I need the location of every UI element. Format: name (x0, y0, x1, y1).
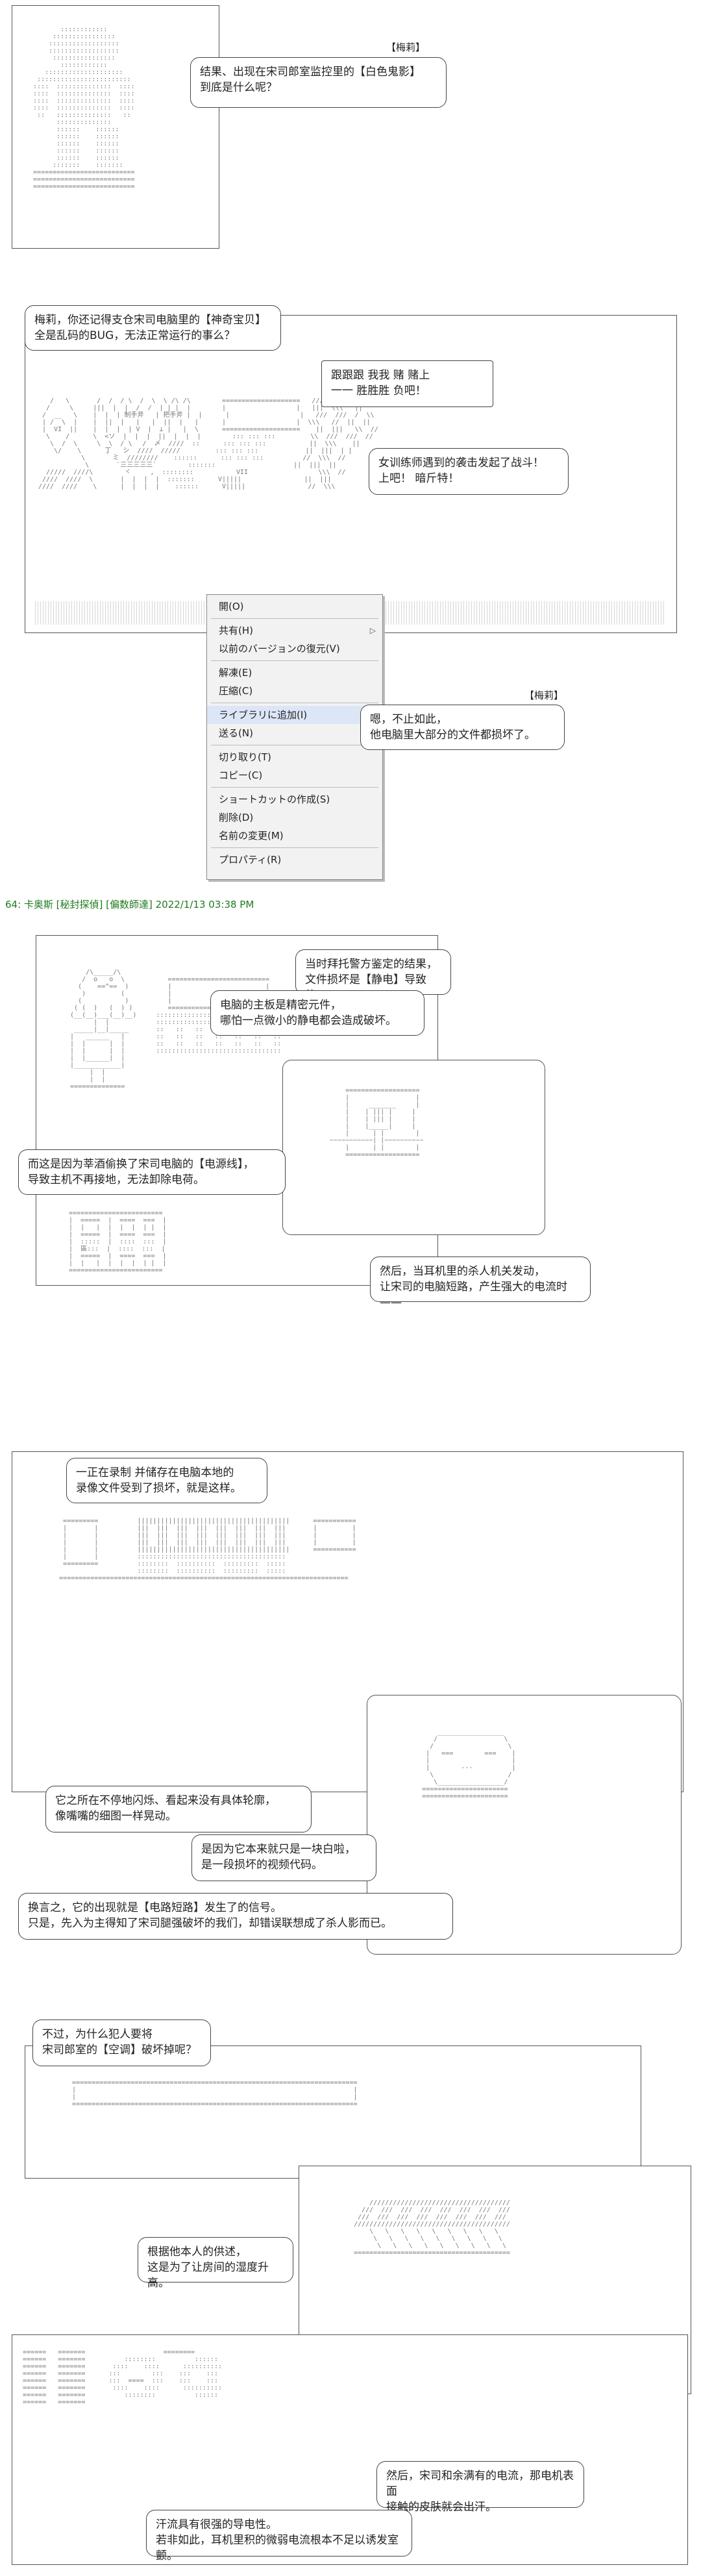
context-menu-item-label: 以前のバージョンの復元(V) (219, 643, 340, 655)
context-menu-item[interactable]: 開(O) (207, 597, 382, 616)
context-menu-items: 開(O) 共有(H) ▷ 以前のバージョンの復元(V) 解凍(E) 圧縮(C) ライブラリに… (207, 595, 382, 869)
ascii-art-figure: ====== ======= ======== ====== ======= :… (23, 2349, 223, 2406)
context-menu-item-label: コピー(C) (219, 769, 263, 781)
context-menu-item-label: プロパティ(R) (219, 854, 282, 866)
vertical-speech-text: 跟跟跟 我我 赌 赌上 一一 胜胜胜 负吧！ (321, 360, 493, 407)
speech-bubble: 根据他本人的供述， 这是为了让房间的湿度升高。 (138, 2237, 293, 2290)
speech-bubble: 是因为它本来就只是一块白啦， 是一段损坏的视频代码。 (191, 1834, 376, 1881)
context-menu-separator (211, 618, 378, 619)
context-menu-item-label: 共有(H) (219, 625, 253, 636)
ascii-art-scene: ========================================… (72, 2079, 358, 2108)
context-menu-item[interactable]: 切り取り(T) (207, 748, 382, 766)
speech-bubble: 然后，当耳机里的杀人机关发动， 让宋司的电脑短路，产生强大的电流时—— (370, 1257, 591, 1309)
context-menu-separator (211, 660, 378, 661)
speech-bubble: 而这是因为莘酒偷换了宋司电脑的【电源线】， 导致主机不再接地，无法卸除电荷。 (18, 1149, 286, 1195)
context-menu-separator (211, 847, 378, 848)
speech-bubble: 它之所在不停地闪烁、看起来没有具体轮廓， 像嘴嘴的细图一样晃动。 (45, 1786, 312, 1832)
ascii-art-figure: //////////////////////////////////// ///… (354, 2199, 510, 2257)
context-menu-item-label: 削除(D) (219, 812, 254, 823)
context-menu-item[interactable]: ライブラリに追加(I) (207, 706, 382, 724)
context-menu-item[interactable]: 削除(D) (207, 808, 382, 827)
speech-bubble: 结果、出现在宋司郎室监控里的【白色鬼影】 到底是什么呢？ (190, 57, 447, 108)
context-menu-item-label: ライブラリに追加(I) (219, 709, 308, 721)
speech-bubble: 然后，宋司和余满有的电流，那电机表面 接触的皮肤就会出汗。 (376, 2461, 584, 2514)
ascii-art-figure: _________________ / \ / \ | === === | | … (422, 1729, 516, 1800)
context-menu-item[interactable]: 送る(N) (207, 724, 382, 742)
ascii-art-scene: / \ / / / \ / \ \ /\ /\ ================… (38, 397, 378, 490)
speech-bubble: 汗流具有很强的导电性。 若非如此，耳机里积的微弱电流根本不足以诱发室颤。 (146, 2510, 412, 2562)
context-menu-item[interactable]: ショートカットの作成(S) (207, 790, 382, 808)
context-menu-item-label: 開(O) (219, 601, 244, 612)
speech-bubble: 不过，为什么犯人要将 宋司郎室的【空调】破坏掉呢？ (32, 2020, 211, 2066)
context-menu-separator (211, 787, 378, 788)
context-menu-item-label: ショートカットの作成(S) (219, 794, 330, 805)
context-menu-item[interactable]: 解凍(E) (207, 664, 382, 682)
speech-bubble: 换言之，它的出现就是【电路短路】发生了的信号。 只是，先入为主得知了宋司腿强破坏… (18, 1893, 453, 1940)
panel-scene6: ========================================… (25, 2045, 641, 2179)
panel-scene1: :::::::::::: :::::::::::::::: ::::::::::… (12, 5, 219, 249)
context-menu-item-label: 送る(N) (219, 727, 253, 739)
speaker-tag: 【梅莉】 (386, 42, 426, 53)
post-header: 64: 卡奥斯 [秘封探偵] [偏数師達] 2022/1/13 03:38 PM (5, 899, 254, 910)
ascii-art-figure: :::::::::::: :::::::::::::::: ::::::::::… (33, 26, 135, 190)
speech-bubble: 电脑的主板是精密元件， 哪怕一点微小的静电都会造成破坏。 (210, 990, 424, 1036)
speech-bubble: 女训练师遇到的袭击发起了战斗！ 上吧！ 暗斤特！ (369, 448, 569, 495)
speaker-tag: 【梅莉】 (524, 690, 564, 701)
speech-bubble: 一正在录制 并储存在电脑本地的 录像文件受到了损坏，就是这样。 (66, 1458, 267, 1503)
context-menu-item[interactable]: 以前のバージョンの復元(V) (207, 640, 382, 658)
ascii-art-room: ========= ||||||||||||||||||||||||||||||… (59, 1518, 356, 1582)
context-menu-item-label: 切り取り(T) (219, 751, 271, 763)
context-menu-item-label: 名前の変更(M) (219, 830, 284, 842)
submenu-arrow-icon: ▷ (369, 626, 376, 635)
context-menu-item-label: 圧縮(C) (219, 685, 253, 697)
speech-bubble: 当时拜托警方鉴定的结果， 文件损坏是【静电】导致的。 (295, 949, 451, 1002)
context-menu-item[interactable]: 名前の変更(M) (207, 827, 382, 845)
context-menu-item[interactable]: コピー(C) (207, 766, 382, 784)
context-menu-item[interactable]: 圧縮(C) (207, 682, 382, 700)
context-menu-item-label: 解凍(E) (219, 667, 252, 679)
speech-bubble: 梅莉，你还记得支仓宋司电脑里的【神奇宝贝】 全是乱码的BUG，无法正常运行的事么… (25, 305, 281, 351)
speech-bubble: 嗯，不止如此， 他电脑里大部分的文件都损坏了。 (360, 705, 565, 750)
panel-scene4-socket: =================== | | | _______ | | | … (282, 1060, 545, 1235)
ascii-art-power-socket: =================== | | | _______ | | | … (330, 1087, 424, 1158)
ascii-art-circuit: ======================== | ===== | ==== … (69, 1210, 167, 1274)
context-menu-item[interactable]: プロパティ(R) (207, 851, 382, 869)
context-menu: 開(O) 共有(H) ▷ 以前のバージョンの復元(V) 解凍(E) 圧縮(C) ライブラリに… (206, 594, 383, 880)
context-menu-item[interactable]: 共有(H) ▷ (207, 621, 382, 640)
